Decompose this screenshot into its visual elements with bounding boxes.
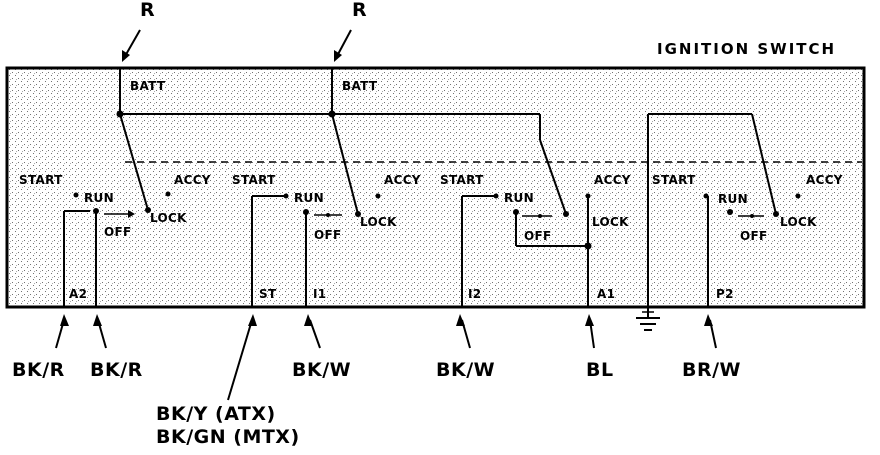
arrow-st	[227, 319, 253, 401]
switch1-accy-contact	[165, 191, 171, 197]
switch1-run-label: RUN	[84, 191, 114, 205]
switch1-blade	[119, 113, 149, 211]
switch3-lock-label: LOCK	[592, 215, 629, 229]
switch1-off-arrow	[128, 210, 135, 218]
switch3-blade	[539, 139, 567, 215]
switch2-blade	[331, 113, 359, 215]
switch4-run-label: RUN	[718, 192, 748, 206]
switch4-lock-label: LOCK	[780, 215, 817, 229]
switch2-start-label: START	[232, 173, 276, 187]
switch2-off-contact	[326, 213, 330, 217]
terminal-st: ST	[259, 287, 277, 301]
switch4-off-contact	[750, 214, 754, 218]
wire-label-st-atx: BK/Y (ATX)	[156, 403, 276, 425]
terminal-i1: I1	[313, 287, 326, 301]
switch-housing-shading	[7, 68, 864, 307]
switch3-accy-label: ACCY	[594, 173, 631, 187]
terminal-a2: A2	[69, 287, 87, 301]
switch1-start-label: START	[19, 173, 63, 187]
arrowhead-i2	[456, 314, 465, 326]
switch3-off-contact	[538, 214, 542, 218]
arrowhead-r-right	[334, 50, 342, 62]
switch4-run-contact	[727, 209, 733, 215]
terminal-a1: A1	[597, 287, 615, 301]
wire-label-a2-right: BK/R	[90, 359, 143, 381]
arrowhead-a1	[585, 314, 594, 326]
wire-label-r-left: R	[140, 0, 155, 21]
switch2-pivot	[355, 211, 361, 217]
switch4-accy-contact	[795, 193, 801, 199]
arrowhead-i1	[304, 314, 313, 326]
terminal-i2: I2	[468, 287, 481, 301]
arrowhead-a2-right	[93, 314, 102, 326]
switch3-run-label: RUN	[504, 191, 534, 205]
arrowhead-p2	[704, 314, 713, 326]
switch2-off-label: OFF	[314, 228, 342, 242]
batt-label-2: BATT	[342, 79, 378, 93]
wire-label-r-right: R	[352, 0, 367, 21]
terminal-p2: P2	[716, 287, 734, 301]
switch4-off-label: OFF	[740, 229, 768, 243]
switch4-start-label: START	[652, 173, 696, 187]
wire-label-a1: BL	[586, 359, 614, 381]
wire-label-p2: BR/W	[682, 359, 741, 381]
wire-label-i1: BK/W	[292, 359, 351, 381]
switch4-accy-label: ACCY	[806, 173, 843, 187]
switch3-pivot	[563, 211, 569, 217]
switch1-off-label: OFF	[104, 225, 132, 239]
switch1-pivot	[145, 207, 151, 213]
switch1-start-contact	[73, 192, 79, 198]
switch4-pivot	[773, 211, 779, 217]
switch3-off-label: OFF	[524, 229, 552, 243]
switch4-blade	[751, 113, 777, 215]
diagram-title: IGNITION SWITCH	[657, 40, 836, 58]
switch-housing	[5, 66, 866, 309]
switch1-accy-label: ACCY	[174, 173, 211, 187]
batt-label-1: BATT	[130, 79, 166, 93]
arrowhead-st	[248, 314, 257, 326]
arrowhead-r-left	[122, 50, 130, 62]
switch2-lock-label: LOCK	[360, 215, 397, 229]
switch2-run-label: RUN	[294, 191, 324, 205]
wire-label-st-mtx: BK/GN (MTX)	[156, 426, 300, 448]
a1-node	[584, 242, 592, 250]
switch2-accy-label: ACCY	[384, 173, 421, 187]
switch3-start-label: START	[440, 173, 484, 187]
ground-icon	[636, 307, 660, 331]
switch1-lock-label: LOCK	[150, 211, 187, 225]
arrowhead-a2-left	[60, 314, 69, 326]
switch2-accy-contact	[375, 193, 381, 199]
wire-label-a2-left: BK/R	[12, 359, 65, 381]
wire-label-i2: BK/W	[436, 359, 495, 381]
